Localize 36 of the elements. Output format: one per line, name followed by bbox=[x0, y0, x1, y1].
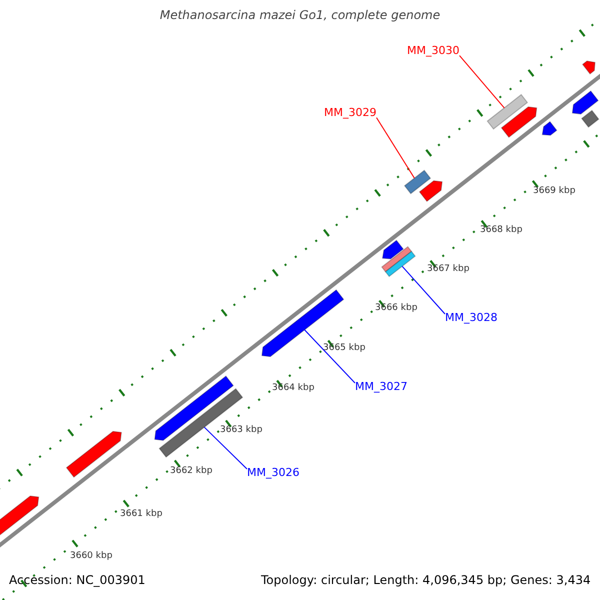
leader-line bbox=[459, 55, 505, 108]
gene-block bbox=[261, 289, 344, 358]
gene-label: MM_3027 bbox=[355, 381, 408, 394]
gene-label: MM_3028 bbox=[445, 312, 498, 325]
tick-label: 3664 kbp bbox=[272, 383, 314, 394]
gene-label: MM_3026 bbox=[247, 467, 300, 480]
gene-bar bbox=[404, 170, 432, 194]
tick-label: 3666 kbp bbox=[375, 303, 418, 314]
tick-label: 3669 kbp bbox=[533, 186, 576, 196]
tick-label: 3660 kbp bbox=[70, 551, 112, 562]
gene-block bbox=[500, 106, 538, 138]
gene-block bbox=[66, 430, 122, 478]
leader-line bbox=[402, 266, 446, 314]
gene-block bbox=[582, 60, 596, 75]
gene-bar bbox=[581, 110, 600, 128]
gene-label: MM_3030 bbox=[407, 45, 460, 58]
accession-text: Accession: NC_003901 bbox=[9, 574, 146, 588]
tick-label: 3663 kbp bbox=[220, 425, 262, 436]
tick-label: 3665 kbp bbox=[323, 343, 366, 354]
tick-label: 3668 kbp bbox=[480, 225, 522, 236]
title: Methanosarcina mazei Go1, complete genome bbox=[158, 9, 442, 23]
leader-line bbox=[304, 329, 356, 384]
gene-bar bbox=[158, 388, 244, 458]
genome-info-text: Topology: circular; Length: 4,096,345 bp; Genes: 3,434 bbox=[261, 574, 591, 588]
leader-line bbox=[204, 426, 248, 470]
tick-label: 3662 kbp bbox=[170, 466, 212, 476]
leader-line bbox=[376, 117, 415, 179]
gene-block bbox=[572, 90, 599, 115]
gene-bar bbox=[486, 94, 528, 130]
gene-bar bbox=[384, 250, 416, 278]
tick-label: 3667 kbp bbox=[427, 264, 470, 274]
gene-block bbox=[418, 180, 443, 202]
tick-label: 3661 kbp bbox=[120, 509, 162, 520]
gene-block bbox=[542, 120, 558, 136]
gene-label: MM_3029 bbox=[324, 107, 376, 120]
gene-block bbox=[382, 240, 404, 260]
